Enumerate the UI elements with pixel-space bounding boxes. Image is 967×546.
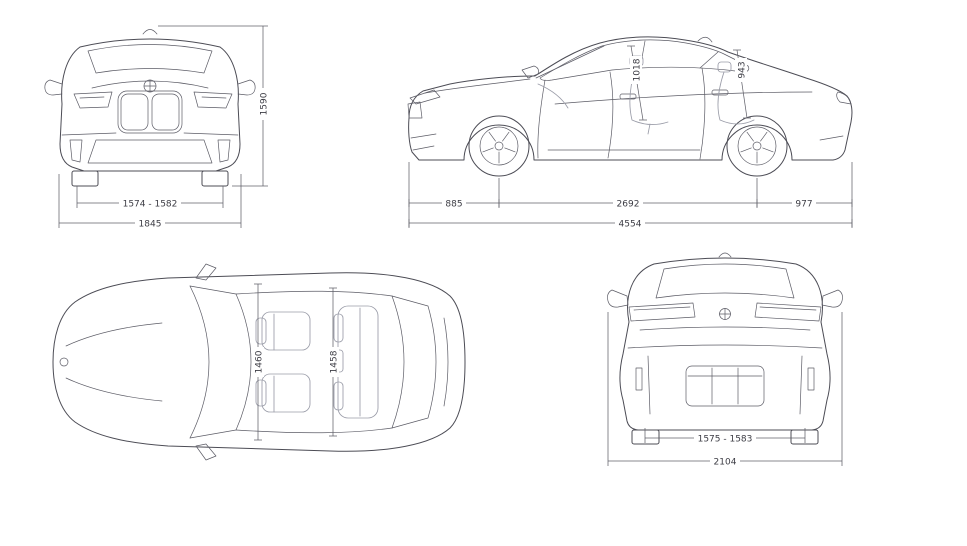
right-mirror-icon bbox=[237, 79, 256, 96]
side-kidney-grille-icon bbox=[407, 101, 423, 119]
rear-diffuser-icon bbox=[685, 365, 765, 407]
front-track-width-dimension: 1574 - 1582 bbox=[76, 186, 224, 210]
rear-overall-width-dimension: 2104 bbox=[607, 312, 843, 468]
side-interior-seats bbox=[537, 55, 755, 135]
rear-door-handle-icon bbox=[711, 89, 729, 96]
left-headlight-icon bbox=[73, 91, 113, 109]
front-right-tire bbox=[201, 170, 229, 187]
lower-intake-icon bbox=[87, 139, 213, 164]
side-overall-length-label: 4554 bbox=[619, 220, 642, 230]
top-view-drawing bbox=[52, 263, 466, 461]
top-front-interior-width-label: 1460 bbox=[255, 350, 265, 373]
front-view-drawing bbox=[44, 29, 256, 187]
side-roof-antenna-icon bbox=[697, 36, 713, 43]
rear-view-drawing bbox=[607, 252, 843, 445]
rear-left-tire bbox=[631, 429, 660, 445]
rear-left-taillight-icon bbox=[628, 302, 696, 322]
top-right-mirror-icon bbox=[195, 443, 217, 461]
left-mirror-icon bbox=[44, 79, 63, 96]
side-rear-overhang-label: 977 bbox=[795, 200, 812, 210]
rear-right-mirror-icon bbox=[821, 289, 843, 308]
roof-antenna-icon bbox=[142, 29, 158, 35]
front-track-width-label: 1574 - 1582 bbox=[123, 200, 178, 210]
side-mirror-icon bbox=[521, 65, 539, 79]
side-front-overhang-label: 885 bbox=[445, 200, 462, 210]
side-front-interior-height-label: 1018 bbox=[633, 58, 643, 81]
front-door-handle-icon bbox=[619, 93, 637, 100]
top-windshield-front-edge bbox=[189, 285, 210, 439]
front-height-dimension: 1590 bbox=[158, 25, 270, 187]
side-front-interior-height-dimension: 1018 bbox=[627, 45, 647, 121]
front-height-label: 1590 bbox=[260, 92, 270, 115]
rear-roof-antenna-icon bbox=[718, 252, 732, 258]
rear-right-taillight-icon bbox=[754, 302, 822, 322]
rear-track-width-dimension: 1575 - 1583 bbox=[644, 428, 806, 445]
rear-right-tire bbox=[790, 429, 819, 445]
top-left-mirror-icon bbox=[195, 263, 217, 281]
top-rear-interior-width-dimension: 1458 bbox=[327, 287, 340, 437]
rear-window bbox=[655, 263, 795, 299]
rear-track-width-label: 1575 - 1583 bbox=[698, 435, 753, 445]
side-front-wheel bbox=[468, 115, 530, 177]
left-kidney-grille-icon bbox=[120, 93, 149, 131]
front-overall-width-label: 1845 bbox=[139, 220, 162, 230]
front-left-tire bbox=[71, 170, 99, 187]
top-brand-roundel-icon bbox=[59, 357, 69, 367]
side-rear-interior-height-dimension: 943 bbox=[733, 49, 751, 119]
top-rear-interior-width-label: 1458 bbox=[330, 350, 340, 373]
side-view-drawing bbox=[407, 36, 853, 177]
right-kidney-grille-icon bbox=[151, 93, 180, 131]
rear-right-reflector-icon bbox=[807, 367, 815, 391]
side-rear-interior-height-label: 943 bbox=[738, 61, 748, 78]
side-wheelbase-label: 2692 bbox=[617, 200, 640, 210]
rear-left-reflector-icon bbox=[635, 367, 643, 391]
side-length-dimensions: 885 2692 977 4554 bbox=[408, 162, 853, 230]
side-headlight-icon bbox=[409, 89, 441, 105]
side-taillight-icon bbox=[836, 91, 852, 105]
side-rear-wheel bbox=[726, 115, 788, 177]
top-front-interior-width-dimension: 1460 bbox=[252, 283, 265, 441]
front-overall-width-dimension: 1845 bbox=[58, 174, 242, 230]
rear-left-mirror-icon bbox=[607, 289, 629, 308]
right-headlight-icon bbox=[193, 91, 233, 109]
top-interior-seats bbox=[255, 305, 379, 419]
rear-overall-width-label: 2104 bbox=[714, 458, 737, 468]
